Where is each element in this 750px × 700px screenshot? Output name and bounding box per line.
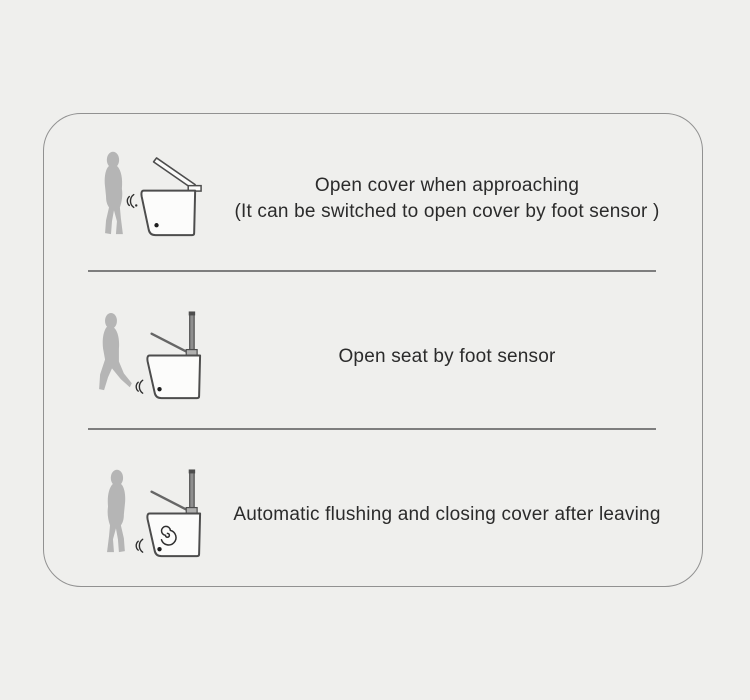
toilet-open-lid-icon (189, 311, 195, 353)
row-divider (88, 270, 656, 272)
toilet-seat-icon (150, 490, 192, 513)
flush-swirl-icon (160, 525, 177, 546)
feature-row-auto-flush: Automatic flushing and closing cover aft… (44, 430, 702, 586)
caption-line: (It can be switched to open cover by foo… (234, 201, 660, 222)
feature-caption: Automatic flushing and closing cover aft… (226, 502, 702, 528)
toilet-seat-icon (150, 332, 192, 355)
feature-row-open-cover: Open cover when approaching (It can be s… (44, 114, 702, 270)
feature-row-open-seat: Open seat by foot sensor (44, 272, 702, 428)
foot-sensor-dot-icon (157, 546, 162, 551)
feature-caption: Open cover when approaching (It can be s… (226, 173, 702, 225)
toilet-bowl-icon (146, 512, 202, 557)
toilet-lid-cap-icon (188, 310, 196, 315)
feature-row-content: Automatic flushing and closing cover aft… (44, 466, 702, 565)
person-leaving-toilet-auto-flush-icon (107, 468, 202, 557)
sensor-waves-icon (135, 538, 144, 553)
foot-sensor-dot-icon (157, 386, 162, 391)
toilet-bowl-icon (146, 354, 202, 399)
row-divider (88, 428, 656, 430)
person-approaching-toilet-lid-opening-icon (104, 151, 202, 236)
feature-card: Open cover when approaching (It can be s… (43, 113, 703, 587)
person-silhouette-icon (104, 151, 123, 234)
feature-row-content: Open cover when approaching (It can be s… (44, 150, 702, 249)
foot-sensor-dot-icon (154, 222, 159, 227)
toilet-open-lid-icon (152, 156, 196, 189)
feature-caption: Open seat by foot sensor (226, 344, 702, 370)
sensor-waves-icon (135, 379, 144, 394)
foot-sensor-illustration (94, 308, 226, 407)
toilet-lid-cap-icon (188, 468, 196, 473)
toilet-open-lid-icon (189, 469, 195, 511)
auto-flush-illustration (94, 466, 226, 565)
caption-line: Automatic flushing and closing cover aft… (233, 504, 661, 525)
foot-sensor-toilet-seat-opening-icon (99, 310, 202, 399)
caption-line: Open cover when approaching (314, 175, 580, 196)
toilet-bowl-icon (140, 189, 197, 236)
sensor-waves-icon (126, 193, 138, 208)
feature-row-content: Open seat by foot sensor (44, 308, 702, 407)
person-silhouette-icon (107, 469, 126, 552)
caption-line: Open seat by foot sensor (338, 346, 556, 367)
approach-sensor-illustration (94, 150, 226, 249)
person-silhouette-icon (99, 312, 132, 390)
